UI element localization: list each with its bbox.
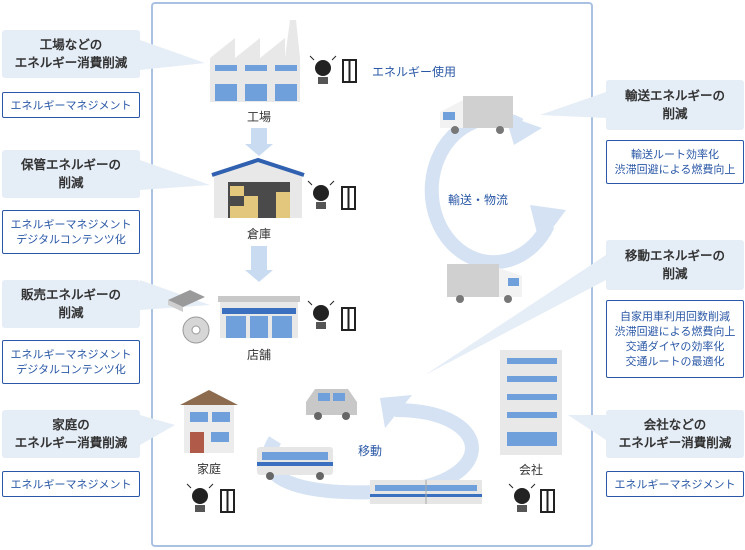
- car-icon: [306, 389, 357, 420]
- callout-factory-line1: 工場などの: [39, 37, 103, 52]
- callout-company-line2: エネルギー消費削減: [618, 435, 732, 450]
- callout-factory-line2: エネルギー消費削減: [14, 55, 128, 70]
- energy-use-label: エネルギー使用: [372, 65, 457, 79]
- tag-home: エネルギーマネジメント: [2, 471, 140, 497]
- factory-icon: [210, 20, 300, 102]
- truck-icon-top: [440, 96, 513, 134]
- callout-home: 家庭の エネルギー消費削減: [2, 410, 140, 458]
- callout-company-line1: 会社などの: [643, 417, 707, 432]
- tag-warehouse: エネルギーマネジメント デジタルコンテンツ化: [2, 210, 140, 254]
- movement-label: 移動: [358, 444, 383, 458]
- logistics-arrowhead-2: [505, 115, 542, 145]
- logistics-label: 輸送・物流: [448, 193, 509, 207]
- callout-warehouse-line1: 保管エネルギーの: [20, 157, 121, 172]
- train-icon: [370, 480, 482, 504]
- movement-arrowhead: [380, 395, 412, 428]
- bus-icon: [257, 447, 333, 480]
- office-building-icon: [500, 350, 562, 455]
- callout-movement: 移動エネルギーの 削減: [606, 240, 744, 290]
- tag-logistics-item: 輸送ルート効率化: [631, 148, 719, 161]
- callout-warehouse: 保管エネルギーの 削減: [2, 150, 140, 198]
- callout-home-line1: 家庭の: [52, 417, 90, 432]
- house-icon: [180, 390, 238, 453]
- tag-warehouse-item: エネルギーマネジメント: [10, 218, 132, 231]
- factory-label: 工場: [246, 110, 271, 124]
- callout-pointer-logistics: [540, 92, 606, 118]
- store-icon: [218, 296, 300, 338]
- tag-store: エネルギーマネジメント デジタルコンテンツ化: [2, 340, 140, 384]
- tag-logistics: 輸送ルート効率化 渋滞回避による燃費向上: [606, 140, 744, 184]
- tag-movement: 自家用車利用回数削減 渋滞回避による燃費向上 交通ダイヤの効率化 交通ルートの最…: [606, 300, 744, 378]
- bulb-meter-icon-company: [508, 483, 555, 513]
- callout-factory: 工場などの エネルギー消費削減: [2, 30, 140, 78]
- disc-icon: [182, 316, 210, 344]
- book-icon: [168, 290, 205, 312]
- tag-company: エネルギーマネジメント: [606, 471, 744, 497]
- bulb-meter-icon-factory: [309, 55, 357, 84]
- tag-home-item: エネルギーマネジメント: [10, 477, 132, 491]
- flow-arrow-down-2: [245, 246, 273, 282]
- callout-movement-line2: 削減: [662, 266, 688, 281]
- callout-logistics: 輸送エネルギーの 削減: [606, 80, 744, 130]
- callout-store-line2: 削減: [58, 305, 84, 320]
- warehouse-label: 倉庫: [246, 227, 271, 241]
- callout-pointer-warehouse: [140, 160, 210, 190]
- tag-store-item: エネルギーマネジメント: [10, 348, 132, 361]
- callout-pointer-home: [140, 415, 175, 445]
- tag-movement-item: 交通ダイヤの効率化: [625, 340, 725, 353]
- tag-factory: エネルギーマネジメント: [2, 92, 140, 118]
- warehouse-icon: [211, 157, 305, 218]
- home-label: 家庭: [196, 462, 221, 476]
- tag-movement-item: 自家用車利用回数削減: [620, 310, 730, 323]
- tag-logistics-item: 渋滞回避による燃費向上: [614, 163, 736, 176]
- callout-logistics-line1: 輸送エネルギーの: [624, 88, 725, 103]
- callout-logistics-line2: 削減: [662, 106, 688, 121]
- tag-factory-item: エネルギーマネジメント: [10, 98, 132, 112]
- callout-pointer-company: [568, 415, 606, 440]
- callout-pointer-factory: [140, 40, 205, 70]
- tag-movement-item: 渋滞回避による燃費向上: [614, 325, 736, 338]
- callout-store: 販売エネルギーの 削減: [2, 280, 140, 328]
- callout-movement-line1: 移動エネルギーの: [624, 248, 725, 263]
- company-label: 会社: [518, 463, 543, 477]
- tag-store-item: デジタルコンテンツ化: [16, 363, 126, 376]
- bulb-meter-icon-warehouse: [307, 180, 356, 210]
- callout-pointer-movement: [425, 255, 606, 375]
- flow-arrow-down-1: [245, 128, 273, 156]
- tag-warehouse-item: デジタルコンテンツ化: [16, 233, 126, 246]
- store-label: 店舗: [246, 348, 271, 362]
- tag-movement-item: 交通ルートの最適化: [625, 355, 725, 368]
- tag-company-item: エネルギーマネジメント: [614, 477, 736, 491]
- callout-store-line1: 販売エネルギーの: [20, 287, 121, 302]
- callout-home-line2: エネルギー消費削減: [14, 435, 128, 450]
- bulb-meter-icon-store: [307, 300, 356, 331]
- callout-company: 会社などの エネルギー消費削減: [606, 410, 744, 458]
- logistics-arrowhead-1: [530, 205, 566, 245]
- truck-icon-bottom: [447, 264, 522, 303]
- bulb-meter-icon-home: [186, 483, 235, 513]
- callout-warehouse-line2: 削減: [58, 175, 84, 190]
